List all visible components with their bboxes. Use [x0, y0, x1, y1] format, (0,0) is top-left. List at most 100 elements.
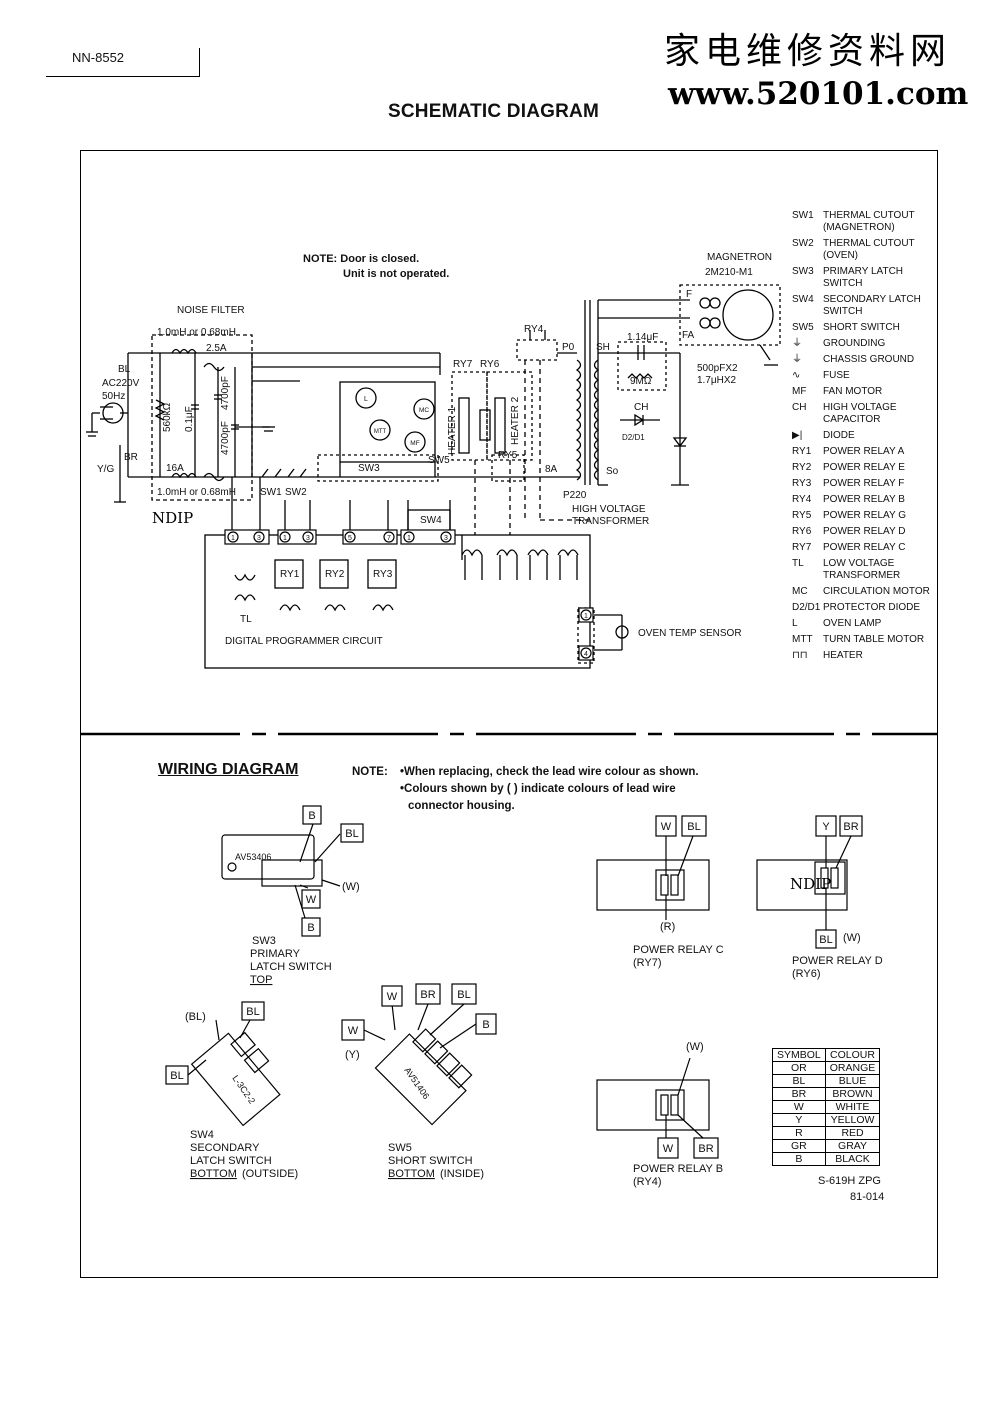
- ry4-label: RY4: [524, 324, 544, 335]
- terminal-label: 3: [444, 535, 448, 542]
- legend-symbol: RY1: [792, 446, 812, 457]
- sw5-color-w-left: W: [348, 1025, 359, 1037]
- colour-table-cell: BLACK: [824, 1152, 881, 1166]
- document-code-2: 81-014: [850, 1191, 884, 1203]
- magnetron-fa-label: FA: [682, 330, 695, 341]
- legend-text: CHASSIS GROUND: [823, 354, 915, 365]
- sw4-label-3: LATCH SWITCH: [190, 1155, 272, 1167]
- hv-fuse-label: 8A: [545, 464, 558, 475]
- legend-symbol: RY3: [792, 478, 812, 489]
- relay-c-label-2: (RY7): [633, 957, 662, 969]
- legend-text: POWER RELAY E: [823, 462, 905, 473]
- sw3-part-number: AV53406: [235, 852, 271, 862]
- legend-row: MTT TURN TABLE MOTOR: [792, 634, 942, 646]
- legend-text: POWER RELAY B: [823, 494, 905, 505]
- sw4-part-number: L-3C2-2: [230, 1073, 257, 1105]
- heater2-label: HEATER 2: [510, 396, 521, 445]
- relay-b-label-2: (RY4): [633, 1176, 662, 1188]
- ndip-mark-wiring: NDIP: [790, 875, 831, 893]
- legend-text: SECONDARY LATCH SWITCH: [823, 294, 921, 317]
- legend-symbol: ∿: [792, 370, 801, 381]
- legend-text: CIRCULATION MOTOR: [823, 586, 930, 597]
- sw5-color-b: B: [482, 1019, 489, 1031]
- sw4-label-4b: (OUTSIDE): [242, 1168, 298, 1180]
- colour-table-cell: BLUE: [824, 1074, 881, 1088]
- colour-table-cell: YELLOW: [824, 1113, 881, 1127]
- magnetron-model: 2M210-M1: [705, 267, 753, 278]
- wiring-note-1: •When replacing, check the lead wire col…: [400, 766, 699, 778]
- cap-small-label: 0.1μF: [184, 406, 195, 432]
- watermark-url: www.520101.com: [668, 76, 969, 112]
- cap-b-label: 4700pF: [220, 376, 231, 410]
- sw3-label-2: PRIMARY: [250, 948, 301, 960]
- sw3-label-4: TOP: [250, 974, 272, 986]
- sw3-color-w: W: [306, 894, 317, 906]
- sw4-housing-bl: (BL): [185, 1011, 206, 1023]
- sw5-color-bl: BL: [457, 989, 470, 1001]
- legend-text: LOW VOLTAGE TRANSFORMER: [823, 558, 901, 581]
- legend-row: ⏚GROUNDING: [792, 338, 942, 350]
- colour-table-cell: GRAY: [824, 1139, 881, 1153]
- cap-a-label: 4700pF: [220, 421, 231, 455]
- sw4-label-4a: BOTTOM: [190, 1168, 237, 1180]
- dpc-label: DIGITAL PROGRAMMER CIRCUIT: [225, 636, 383, 647]
- ry2-label: RY2: [325, 569, 345, 580]
- legend-text: TURN TABLE MOTOR: [823, 634, 925, 645]
- terminal-label: 1: [283, 535, 287, 542]
- sw3-label-1: SW3: [252, 935, 276, 947]
- document-code-1: S-619H ZPG: [818, 1175, 881, 1187]
- fan-motor-symbol: MF: [410, 440, 419, 447]
- inductor-bottom-label: 1.0mH or 0.68mH: [157, 487, 236, 498]
- legend-row: RY4 POWER RELAY B: [792, 494, 942, 506]
- sw4-label-2: SECONDARY: [190, 1142, 260, 1154]
- legend-symbol: RY4: [792, 494, 812, 505]
- wiring-note-2: •Colours shown by ( ) indicate colours o…: [400, 783, 676, 795]
- ch-label: CH: [634, 402, 648, 413]
- colour-table-cell: ORANGE: [824, 1061, 881, 1075]
- relay-c-label-1: POWER RELAY C: [633, 944, 724, 956]
- legend-row: ⊓⊓HEATER: [792, 650, 942, 662]
- model-underline: [46, 76, 200, 77]
- terminal-label: 3: [257, 535, 261, 542]
- relay-b-label-1: POWER RELAY B: [633, 1163, 723, 1175]
- colour-table-cell: OR: [772, 1061, 826, 1075]
- inductor-top-label: 1.0mH or 0.68mH: [157, 327, 236, 338]
- sw5-label-3a: BOTTOM: [388, 1168, 435, 1180]
- legend-symbol: SW5: [792, 322, 814, 333]
- lamp-symbol: L: [364, 396, 368, 403]
- terminal-label: 5: [348, 535, 352, 542]
- terminal-label: 4: [584, 651, 588, 658]
- sw3-label-3: LATCH SWITCH: [250, 961, 332, 973]
- sw4-label: SW4: [420, 515, 442, 526]
- legend-symbol: D2/D1: [792, 602, 821, 613]
- colour-table-cell: B: [772, 1152, 826, 1166]
- hv-res-label: 9MΩ: [630, 376, 652, 387]
- legend-text: THERMAL CUTOUT (OVEN): [823, 238, 915, 261]
- legend-symbol: SW3: [792, 266, 814, 277]
- legend-symbol: CH: [792, 402, 807, 413]
- colour-table-cell: BL: [772, 1074, 826, 1088]
- colour-table-cell: WHITE: [824, 1100, 881, 1114]
- sw2-label: SW2: [285, 487, 307, 498]
- relay-b-housing-w: (W): [686, 1041, 704, 1053]
- supply-voltage: AC220V: [102, 378, 140, 389]
- sw4-color-bl-top: BL: [246, 1006, 259, 1018]
- p220-label: P220: [563, 490, 587, 501]
- wire-yg-label: Y/G: [97, 464, 114, 475]
- ry5-label: RY5: [498, 450, 518, 461]
- legend-text: SHORT SWITCH: [823, 322, 900, 333]
- d2d1-label: D2/D1: [622, 433, 645, 442]
- legend-symbol: RY7: [792, 542, 812, 553]
- wire-br-label: BR: [124, 452, 138, 463]
- legend-symbol: MTT: [792, 634, 813, 645]
